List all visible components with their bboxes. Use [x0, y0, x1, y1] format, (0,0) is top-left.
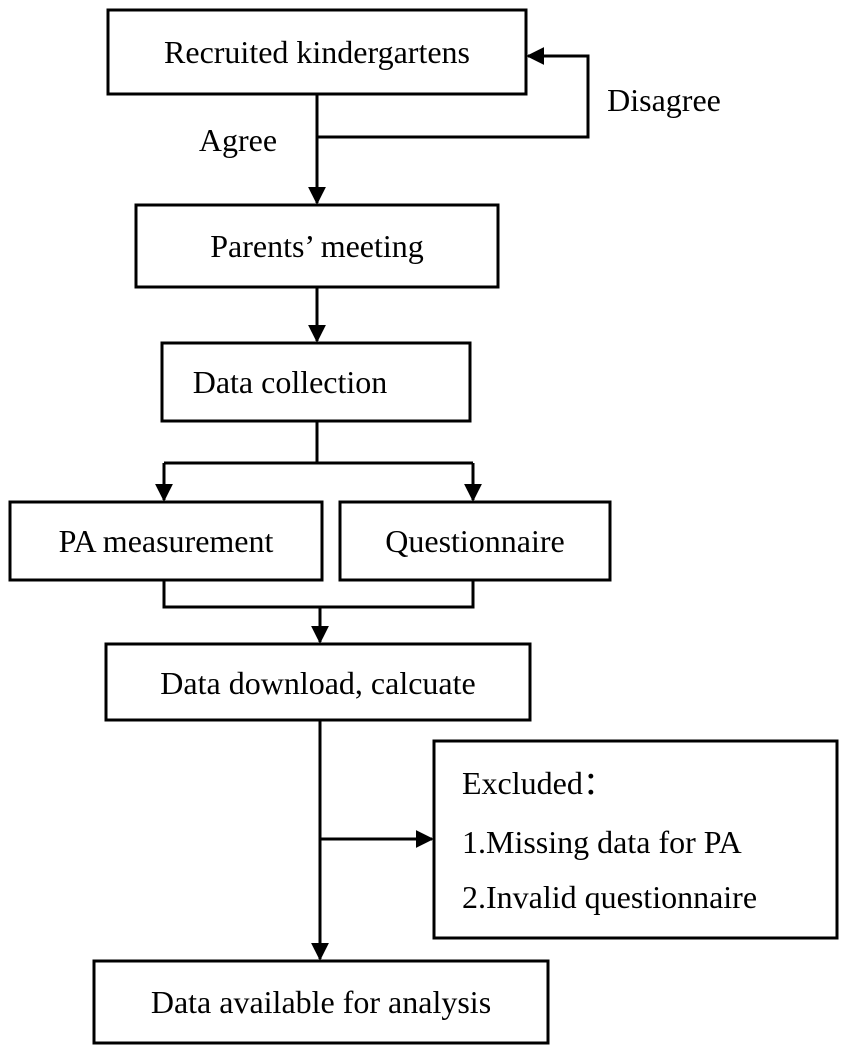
data-download-label: Data download, calcuate [160, 665, 475, 701]
disagree-label: Disagree [607, 82, 721, 118]
data-download-box [104, 642, 532, 722]
merge-line [162, 580, 475, 609]
parents-meeting-label: Parents’ meeting [210, 228, 424, 264]
disagree-arrow [317, 47, 590, 139]
excluded-item-1: 1.Missing data for PA [462, 824, 742, 860]
excluded-title: Excluded： [462, 765, 615, 801]
data-available-box [92, 959, 550, 1045]
pa-measurement-box [8, 500, 324, 582]
excluded-box [432, 739, 839, 940]
data-collection-label: Data collection [193, 364, 388, 400]
questionnaire-box [338, 500, 612, 582]
recruited-kindergartens-box [106, 8, 528, 96]
data-available-label: Data available for analysis [151, 984, 491, 1020]
questionnaire-label: Questionnaire [385, 523, 565, 559]
pa-measurement-label: PA measurement [59, 523, 274, 559]
parents-meeting-box [134, 203, 500, 289]
excluded-item-2: 2.Invalid questionnaire [462, 879, 757, 915]
agree-label: Agree [199, 122, 277, 158]
recruited-kindergartens-label: Recruited kindergartens [164, 34, 470, 70]
